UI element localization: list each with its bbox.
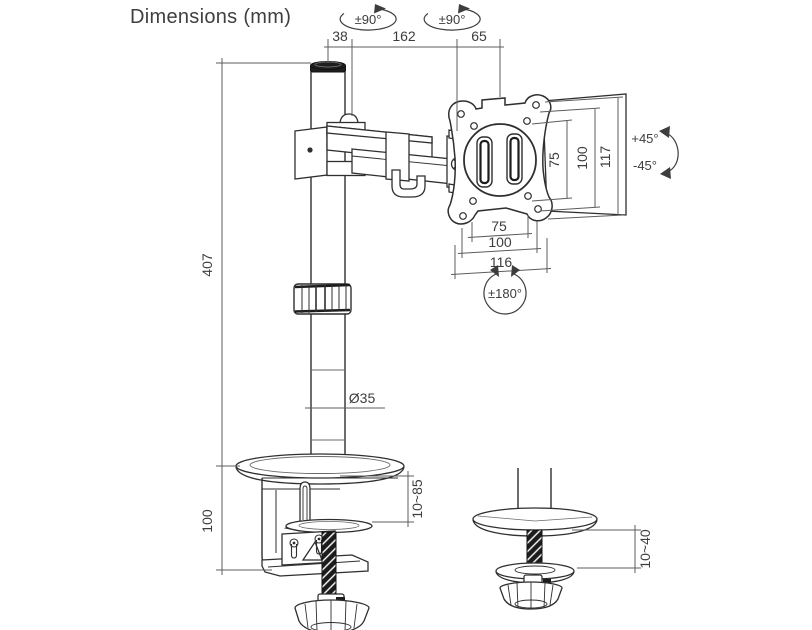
dim-vesa-horizontal-116-label: 116 [490,254,513,270]
rotation-symbols [339,4,679,315]
dim-arm-length-label: 162 [392,28,416,44]
vesa-screw-holes [457,101,542,220]
pole-collar-ring [293,283,352,315]
keyhole-slots [289,534,324,559]
dim-pole-offset-label: 38 [332,28,348,44]
pole-top-cap-icon [310,61,346,73]
dim-clamp-range-label: 10~85 [409,479,425,519]
dim-grommet-range-label: 10~40 [637,529,653,569]
dim-vesa-vertical-75-label: 75 [546,152,562,168]
pan-rotation-right-label: ±90° [439,12,466,27]
tilt-up-label: +45° [631,131,658,146]
grommet-knob [499,574,563,610]
tilt-down-label: -45° [633,158,657,173]
dim-vesa-offset-label: 65 [471,28,487,44]
desk-clamp [235,453,405,630]
dim-pole-diameter-label: Ø35 [349,390,376,406]
dim-pole-height-label: 407 [199,253,215,277]
monitor-plate-outline [542,93,627,216]
dim-vesa-horizontal-75-label: 75 [491,218,507,234]
vesa-quick-release-slots [476,133,523,188]
dimension-labels: 38 162 65 ±90° ±90° 407 100 Ø35 75 100 1… [199,12,659,569]
dim-clamp-height-label: 100 [199,509,215,533]
swivel-label: ±180° [488,286,522,301]
swivel-rotation-icon [483,265,527,315]
dimension-lines [216,39,641,575]
dim-vesa-vertical-100-label: 100 [574,146,590,170]
pan-rotation-right-icon [423,4,481,31]
vesa-plate [447,94,553,225]
page-title: Dimensions (mm) [130,6,292,28]
tilt-arc-icon [659,126,679,179]
dim-vesa-horizontal-100-label: 100 [488,234,512,250]
pan-rotation-left-icon [339,4,397,31]
desk-pole [293,61,352,458]
grommet-mount [472,468,598,610]
pan-rotation-left-label: ±90° [355,12,382,27]
clamp-knob [294,593,370,630]
dim-vesa-vertical-117-label: 117 [597,146,613,169]
